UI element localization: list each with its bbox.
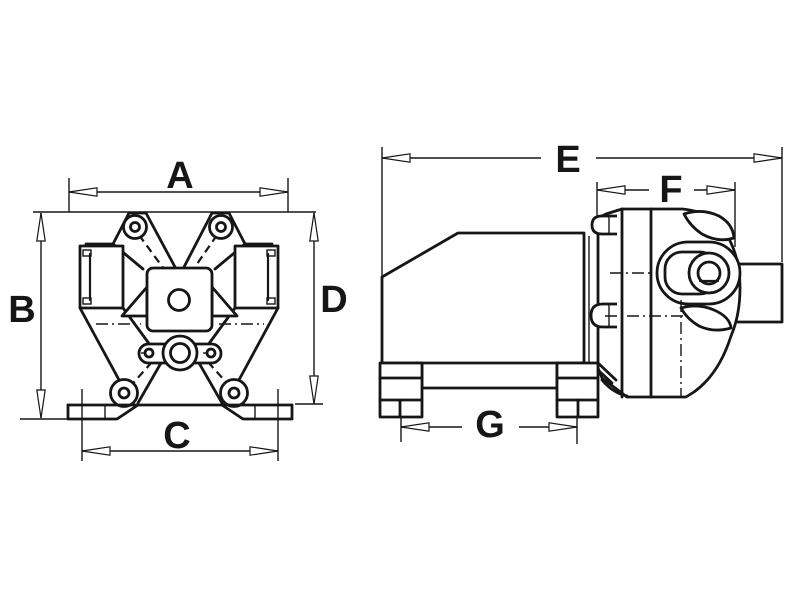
dim-g-arrow-right xyxy=(548,422,578,432)
dim-b-arrow-top xyxy=(36,212,46,242)
dim-g-arrow-left xyxy=(400,422,430,432)
dim-f-arrow-right xyxy=(706,185,736,195)
center-hole xyxy=(167,288,191,312)
head-clip-top xyxy=(590,214,617,236)
side-flap-left xyxy=(120,285,149,318)
wing-eyelet-right xyxy=(205,347,217,359)
port-circle-inner xyxy=(696,260,722,286)
side-view: E F G xyxy=(378,139,784,446)
left-bracket-notch-top xyxy=(82,249,92,257)
foot-gusset-line1 xyxy=(596,361,618,382)
dim-d-arrow-bottom xyxy=(309,375,319,405)
leaf-flap-bottom xyxy=(679,304,733,332)
motor-housing xyxy=(380,231,586,365)
front-view: A B C D xyxy=(8,155,348,461)
head-clip-bottom xyxy=(589,302,617,329)
dim-label-e: E xyxy=(555,139,580,181)
dim-label-g: G xyxy=(475,404,505,446)
dim-label-d: D xyxy=(320,279,347,321)
front-dimension-lines xyxy=(36,187,319,456)
front-extension-lines xyxy=(20,178,323,461)
side-pump-body xyxy=(378,207,784,419)
dim-e-arrow-left xyxy=(381,153,411,163)
side-flap-right xyxy=(210,285,239,318)
leaf-flap-top xyxy=(682,210,736,242)
motor-belly xyxy=(420,361,559,390)
bolt-bottom-right-hole xyxy=(227,386,241,400)
dim-label-f: F xyxy=(659,169,682,211)
corner-bolts xyxy=(109,214,249,408)
left-bracket-notch-bottom xyxy=(82,297,92,305)
right-bracket-notch-bottom xyxy=(266,297,276,305)
wing-boss-inner xyxy=(169,342,191,364)
side-feet xyxy=(378,361,629,419)
top-plate-left xyxy=(84,211,177,269)
wing-clamp xyxy=(136,334,224,405)
dim-label-c: C xyxy=(163,415,190,457)
dim-b-arrow-bottom xyxy=(36,389,46,419)
right-valve-bracket xyxy=(233,244,280,310)
dim-a-arrow-left xyxy=(68,187,98,197)
bolt-top-left-hole xyxy=(129,221,141,233)
top-plate-right xyxy=(182,211,274,269)
base-foot-right xyxy=(220,403,294,421)
foot-gusset-arc xyxy=(600,378,629,398)
dim-a-arrow-right xyxy=(259,187,289,197)
bolt-top-right-hole xyxy=(215,221,227,233)
front-pump-body xyxy=(66,211,294,421)
side-extension-lines xyxy=(381,147,783,444)
mounting-base xyxy=(66,403,294,421)
right-bracket-notch-top xyxy=(266,249,276,257)
wing-eyelet-left xyxy=(143,347,155,359)
outlet-port-block xyxy=(732,262,784,324)
dim-c-arrow-right xyxy=(249,446,279,456)
center-square-head xyxy=(120,266,239,333)
dim-d-arrow-top xyxy=(309,212,319,242)
dim-label-b: B xyxy=(8,289,35,331)
left-valve-bracket xyxy=(78,244,125,310)
dim-f-arrow-left xyxy=(596,185,626,195)
base-foot-left xyxy=(66,403,140,421)
dim-e-arrow-right xyxy=(753,153,783,163)
side-dimension-lines xyxy=(381,153,783,432)
foot-gusset-line2 xyxy=(596,368,614,385)
dim-label-a: A xyxy=(166,155,193,197)
drive-boss xyxy=(655,210,742,332)
dim-c-arrow-left xyxy=(81,446,111,456)
bolt-bottom-left-hole xyxy=(117,386,131,400)
